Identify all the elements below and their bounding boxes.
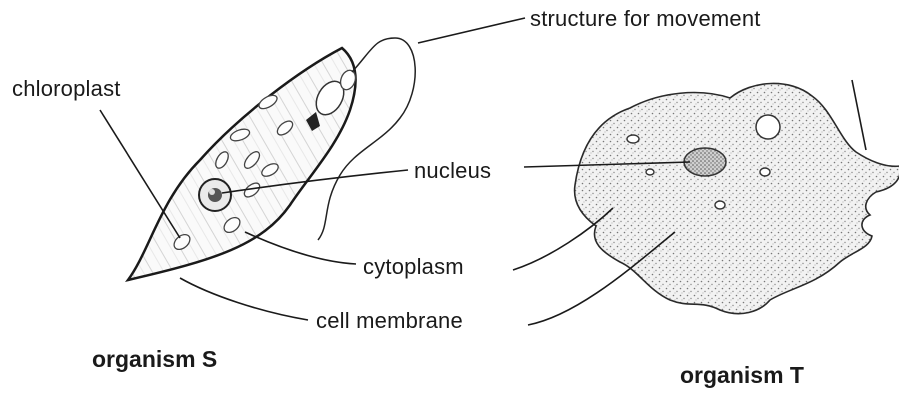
organism-t-nucleus: [684, 148, 726, 176]
leader-cytoplasm-s: [245, 232, 356, 264]
leader-structure-for-movement: [418, 18, 525, 43]
organism-t-cell-membrane: [575, 83, 899, 313]
organism-t-vacuole: [756, 115, 780, 139]
caption-organism-s: organism S: [92, 346, 217, 373]
leader-chloroplast: [100, 110, 180, 238]
organism-t-figure: [575, 83, 899, 313]
label-cell-membrane: cell membrane: [316, 308, 463, 334]
organism-s-cell-membrane: [128, 48, 356, 280]
leader-cell-membrane-s: [180, 278, 308, 320]
label-nucleus: nucleus: [414, 158, 491, 184]
caption-organism-t: organism T: [680, 362, 804, 389]
leader-pseudopod: [852, 80, 866, 150]
label-structure-for-movement: structure for movement: [530, 6, 761, 32]
label-chloroplast: chloroplast: [12, 76, 121, 102]
label-cytoplasm: cytoplasm: [363, 254, 464, 280]
